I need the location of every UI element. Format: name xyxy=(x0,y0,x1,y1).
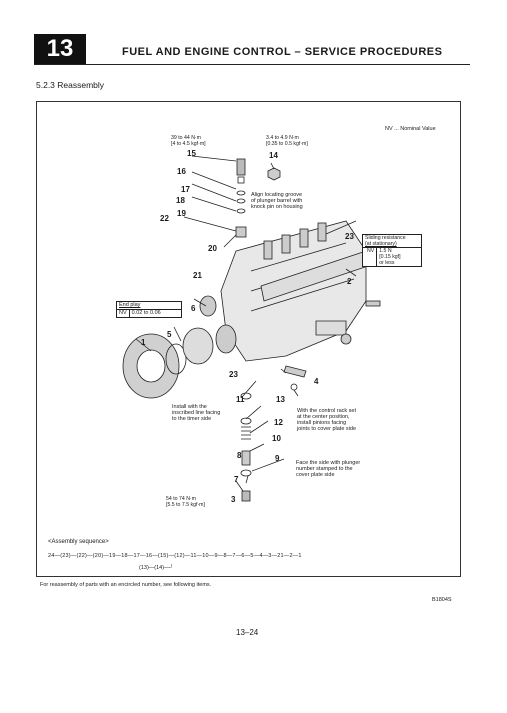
sliding-resistance-box: Sliding resistance (at stationary) NV 1.… xyxy=(362,234,422,267)
footer-note: For reassembly of parts with an encircle… xyxy=(40,582,212,588)
end-play-nv-row: NV 0.02 to 0.06 xyxy=(117,310,181,317)
torque-14-kgf: [0.35 to 0.5 kgf·m] xyxy=(266,141,308,147)
timer-note-line-2: inscribed line facing xyxy=(172,410,221,416)
timer-note-line-3: to the timer side xyxy=(172,416,212,422)
header-rule xyxy=(34,64,470,65)
part-number-23-mid: 23 xyxy=(229,370,238,379)
torque-15-nm: 39 to 44 N·m xyxy=(171,135,201,141)
sliding-resistance-subtitle: (at stationary) xyxy=(365,241,397,247)
part-number-21: 21 xyxy=(193,271,202,280)
figure-frame xyxy=(36,101,461,577)
align-note: Align locating groove of plunger barrel … xyxy=(251,192,303,210)
align-note-line-2: of plunger barrel with xyxy=(251,198,303,204)
torque-callout-14: 3.4 to 4.9 N·m [0.35 to 0.5 kgf·m] xyxy=(266,135,308,147)
part-number-2: 2 xyxy=(347,277,352,286)
rack-note-line-4: joints to cover plate side xyxy=(297,426,357,432)
timer-side-note: Install with the inscribed line facing t… xyxy=(172,404,220,422)
sliding-value-line-2: [0.15 kgf] xyxy=(379,254,401,260)
part-number-14: 14 xyxy=(269,151,278,160)
align-note-line-1: Align locating groove xyxy=(251,192,303,198)
section-title: 5.2.3 Reassembly xyxy=(36,80,105,90)
page-number: 13–24 xyxy=(236,628,259,637)
part-number-10: 10 xyxy=(272,434,281,443)
end-play-value: 0.02 to 0.06 xyxy=(131,310,161,316)
sliding-value-line-1: 1.5 N xyxy=(379,248,392,254)
part-number-17: 17 xyxy=(181,185,190,194)
plunger-note-line-1: Face the side with plunger xyxy=(296,460,361,466)
part-number-22: 22 xyxy=(160,214,169,223)
rack-note-line-1: With the control rack set xyxy=(297,408,356,414)
part-number-13: 13 xyxy=(276,395,285,404)
part-number-12: 12 xyxy=(274,418,283,427)
rack-note-line-2: at the center position, xyxy=(297,414,350,420)
torque-callout-15: 39 to 44 N·m [4 to 4.5 kgf·m] xyxy=(171,135,206,147)
assembly-sequence-box: <Assembly sequence> 24—(23)—(22)—(20)—19… xyxy=(36,531,459,575)
torque-14-nm: 3.4 to 4.9 N·m xyxy=(266,135,299,141)
part-number-23-top: 23 xyxy=(345,232,354,241)
end-play-nv-label: NV xyxy=(117,310,130,317)
part-number-16: 16 xyxy=(177,167,186,176)
nominal-value-note: NV ... Nominal Value xyxy=(385,126,436,132)
part-number-9: 9 xyxy=(275,454,280,463)
part-number-1: 1 xyxy=(141,338,146,347)
part-number-11: 11 xyxy=(236,395,245,404)
exploded-view-drawing xyxy=(122,155,381,502)
torque-15-kgf: [4 to 4.5 kgf·m] xyxy=(171,141,206,147)
assembly-sequence-line: 24—(23)—(22)—(20)—19—18—17—16—(15)—(12)—… xyxy=(48,553,302,559)
part-number-7: 7 xyxy=(234,475,239,484)
plunger-note-line-3: cover plate side xyxy=(296,472,335,478)
part-number-18: 18 xyxy=(176,196,185,205)
part-number-15: 15 xyxy=(187,149,196,158)
sliding-nv-value: 1.5 N [0.15 kgf] or less xyxy=(377,248,402,266)
part-number-20: 20 xyxy=(208,244,217,253)
sliding-resistance-title: Sliding resistance xyxy=(365,235,406,241)
end-play-box: End play NV 0.02 to 0.06 xyxy=(116,301,182,318)
torque-callout-3: 54 to 74 N·m [5.5 to 7.5 kgf·m] xyxy=(166,496,205,508)
sliding-resistance-nv-row: NV 1.5 N [0.15 kgf] or less xyxy=(363,247,421,266)
torque-3-nm: 54 to 74 N·m xyxy=(166,496,196,502)
align-note-line-3: knock pin on housing xyxy=(251,204,303,210)
end-play-title: End play xyxy=(117,302,181,310)
timer-note-line-1: Install with the xyxy=(172,404,207,410)
figure-reference-code: B1804S xyxy=(432,597,452,603)
chapter-number-box: 13 xyxy=(34,34,86,64)
part-number-8: 8 xyxy=(237,451,242,460)
plunger-note-line-2: number stamped to the xyxy=(296,466,353,472)
part-number-5: 5 xyxy=(167,330,172,339)
sliding-nv-label: NV xyxy=(365,248,378,266)
page-header-title: FUEL AND ENGINE CONTROL – SERVICE PROCED… xyxy=(122,46,443,58)
part-number-4: 4 xyxy=(314,377,319,386)
assembly-sequence-subline: (13)—(14)—┘ xyxy=(139,565,174,571)
assembly-sequence-title: <Assembly sequence> xyxy=(48,539,109,545)
control-rack-note: With the control rack set at the center … xyxy=(297,408,356,432)
part-number-6: 6 xyxy=(191,304,196,313)
plunger-note: Face the side with plunger number stampe… xyxy=(296,460,360,478)
sliding-value-line-3: or less xyxy=(379,260,395,266)
part-number-3: 3 xyxy=(231,495,236,504)
part-number-19: 19 xyxy=(177,209,186,218)
torque-3-kgf: [5.5 to 7.5 kgf·m] xyxy=(166,502,205,508)
rack-note-line-3: install pinions facing xyxy=(297,420,347,426)
